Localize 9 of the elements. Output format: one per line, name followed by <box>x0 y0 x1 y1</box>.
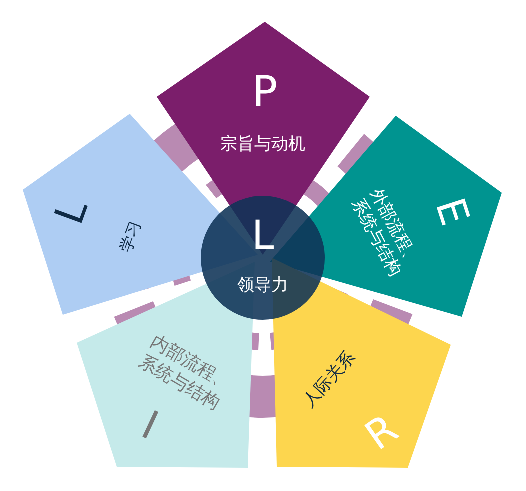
letter-label: P <box>252 66 278 118</box>
letter-label: L <box>46 192 98 232</box>
center-label: 领导力 <box>238 275 288 297</box>
segment-label: 宗旨与动机 <box>220 134 306 156</box>
letter-label: E <box>425 192 479 232</box>
letter-label: L <box>252 212 274 261</box>
segment-label: 外部流程、系统与结构 <box>346 184 425 282</box>
letter-label: I <box>134 402 166 452</box>
segment-label: 学习 <box>116 218 146 256</box>
